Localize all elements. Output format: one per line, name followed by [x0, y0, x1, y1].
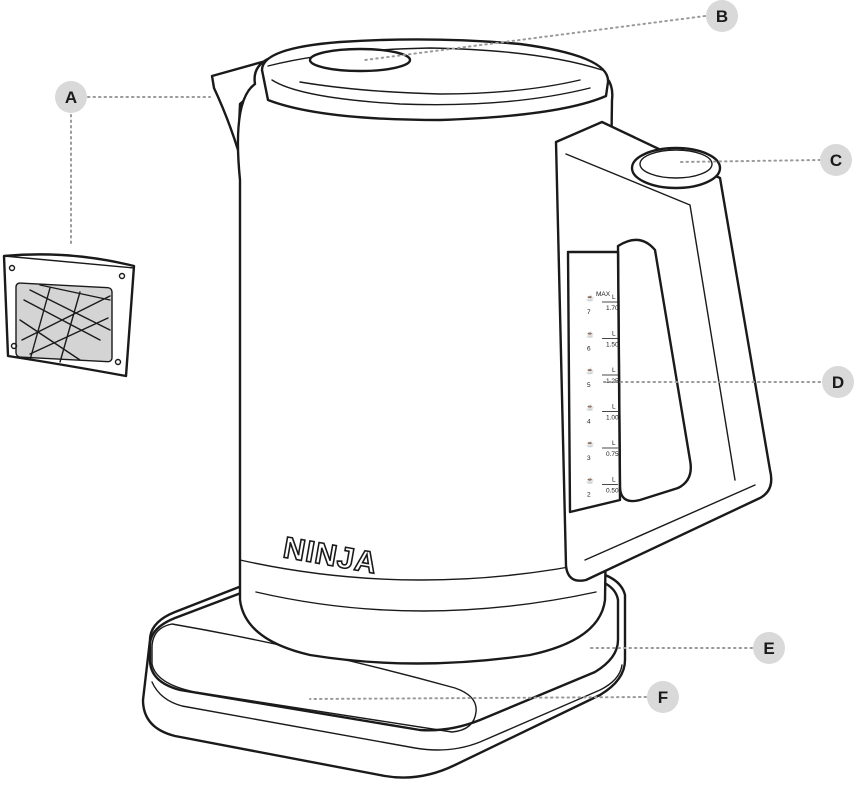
scale-unit-label: L — [612, 404, 616, 411]
scale-cups-label: 4 — [587, 419, 591, 426]
water-level-window: MAX ☕7L1.70☕6L1.50☕5L1.25☕4L1.00☕3L0.75☕… — [566, 250, 622, 514]
callout-d: D — [822, 366, 854, 398]
scale-unit-label: L — [612, 367, 616, 374]
callout-c-letter: C — [830, 151, 842, 170]
scale-cups-label: 3 — [587, 455, 591, 462]
cup-icon: ☕ — [586, 439, 594, 448]
cup-icon: ☕ — [586, 330, 594, 339]
scale-unit-label: L — [612, 477, 616, 484]
callout-b: B — [706, 0, 738, 32]
scale-liters-label: 1.50 — [606, 342, 619, 349]
scale-marks: ☕7L1.70☕6L1.50☕5L1.25☕4L1.00☕3L0.75☕2L0.… — [586, 293, 619, 499]
cup-icon: ☕ — [586, 366, 594, 375]
scale-unit-label: L — [612, 440, 616, 447]
callout-d-letter: D — [832, 373, 844, 392]
callout-e-letter: E — [763, 639, 774, 658]
scale-liters-label: 0.50 — [606, 488, 619, 495]
lid — [260, 38, 610, 122]
cup-icon: ☕ — [586, 476, 594, 485]
cup-icon: ☕ — [586, 403, 594, 412]
scale-liters-label: 1.70 — [606, 305, 619, 312]
scale-cups-label: 5 — [587, 382, 591, 389]
kettle-body — [210, 38, 614, 665]
scale-unit-label: L — [612, 331, 616, 338]
power-switch — [630, 146, 722, 190]
leader-c — [679, 159, 821, 163]
scale-liters-label: 1.00 — [606, 415, 619, 422]
scale-cups-label: 7 — [587, 309, 591, 316]
callout-a-letter: A — [65, 88, 77, 107]
scale-cups-label: 2 — [587, 492, 591, 499]
filter-mesh — [15, 282, 113, 363]
callout-b-letter: B — [716, 7, 728, 26]
callout-f: F — [647, 681, 679, 713]
scale-unit-label: L — [612, 294, 616, 301]
scale-liters-label: 0.75 — [606, 451, 619, 458]
leader-f — [309, 696, 647, 700]
lid-release-button — [308, 47, 412, 73]
callout-e: E — [753, 632, 785, 664]
scale-cups-label: 6 — [587, 346, 591, 353]
removable-filter — [2, 253, 136, 378]
leader-b — [364, 15, 706, 61]
scale-liters-label: 1.25 — [606, 378, 619, 385]
callout-c: C — [820, 144, 852, 176]
leader-lines — [70, 15, 821, 700]
callout-f-letter: F — [658, 688, 668, 707]
cup-icon: ☕ — [586, 293, 594, 302]
scale-max-label: MAX — [596, 291, 611, 298]
callout-a: A — [55, 81, 87, 113]
